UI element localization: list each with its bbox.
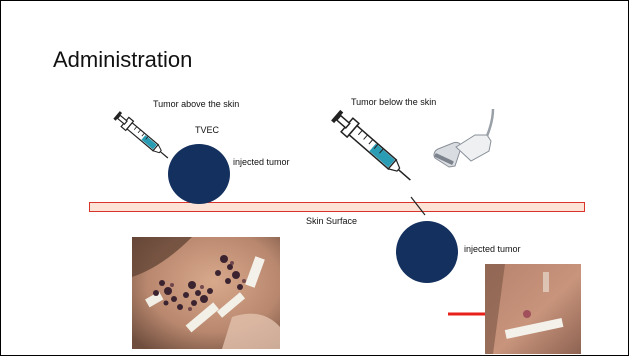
syringe-icon	[113, 110, 172, 162]
needle-line	[411, 197, 425, 215]
clinical-photo-injection-site	[485, 264, 581, 354]
ultrasound-probe-icon	[434, 109, 493, 167]
clinical-photo-neck	[132, 237, 280, 349]
syringe-icon	[330, 108, 417, 187]
